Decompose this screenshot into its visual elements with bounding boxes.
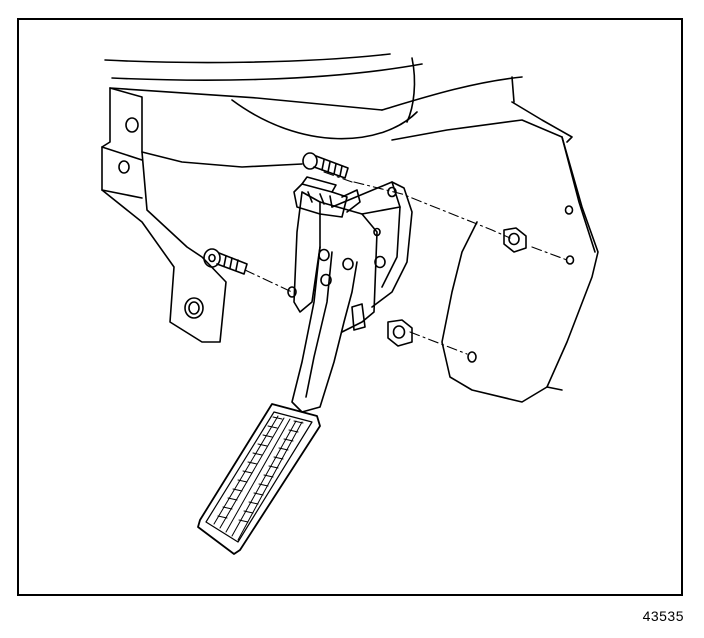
bracket-hole [342, 257, 354, 271]
left-mounting-bracket [101, 87, 303, 343]
plate-hole [564, 205, 574, 215]
lower-nut [387, 319, 413, 347]
accelerator-pedal-illustration [101, 53, 599, 555]
bracket-hole [118, 160, 130, 174]
illustration-frame [17, 18, 683, 596]
upper-bolt [302, 152, 349, 179]
figure-number: 43535 [642, 608, 684, 624]
bracket-pivot [374, 255, 386, 269]
bracket-hole [318, 248, 330, 262]
bracket-hole [184, 297, 204, 319]
pedal-pad [197, 403, 321, 555]
pedal-bracket [287, 181, 413, 333]
left-bolt [203, 248, 248, 275]
bracket-hole [320, 273, 332, 287]
right-nut [503, 227, 527, 253]
dash-panel [104, 53, 523, 140]
pedal-arm [291, 246, 358, 413]
pedal-pad-ridges [213, 415, 304, 541]
plate-hole [467, 351, 477, 363]
pedal-sensor-connector [293, 176, 361, 218]
plate-hole [565, 255, 575, 265]
mounting-plate [391, 101, 599, 403]
bracket-hole [125, 117, 139, 133]
